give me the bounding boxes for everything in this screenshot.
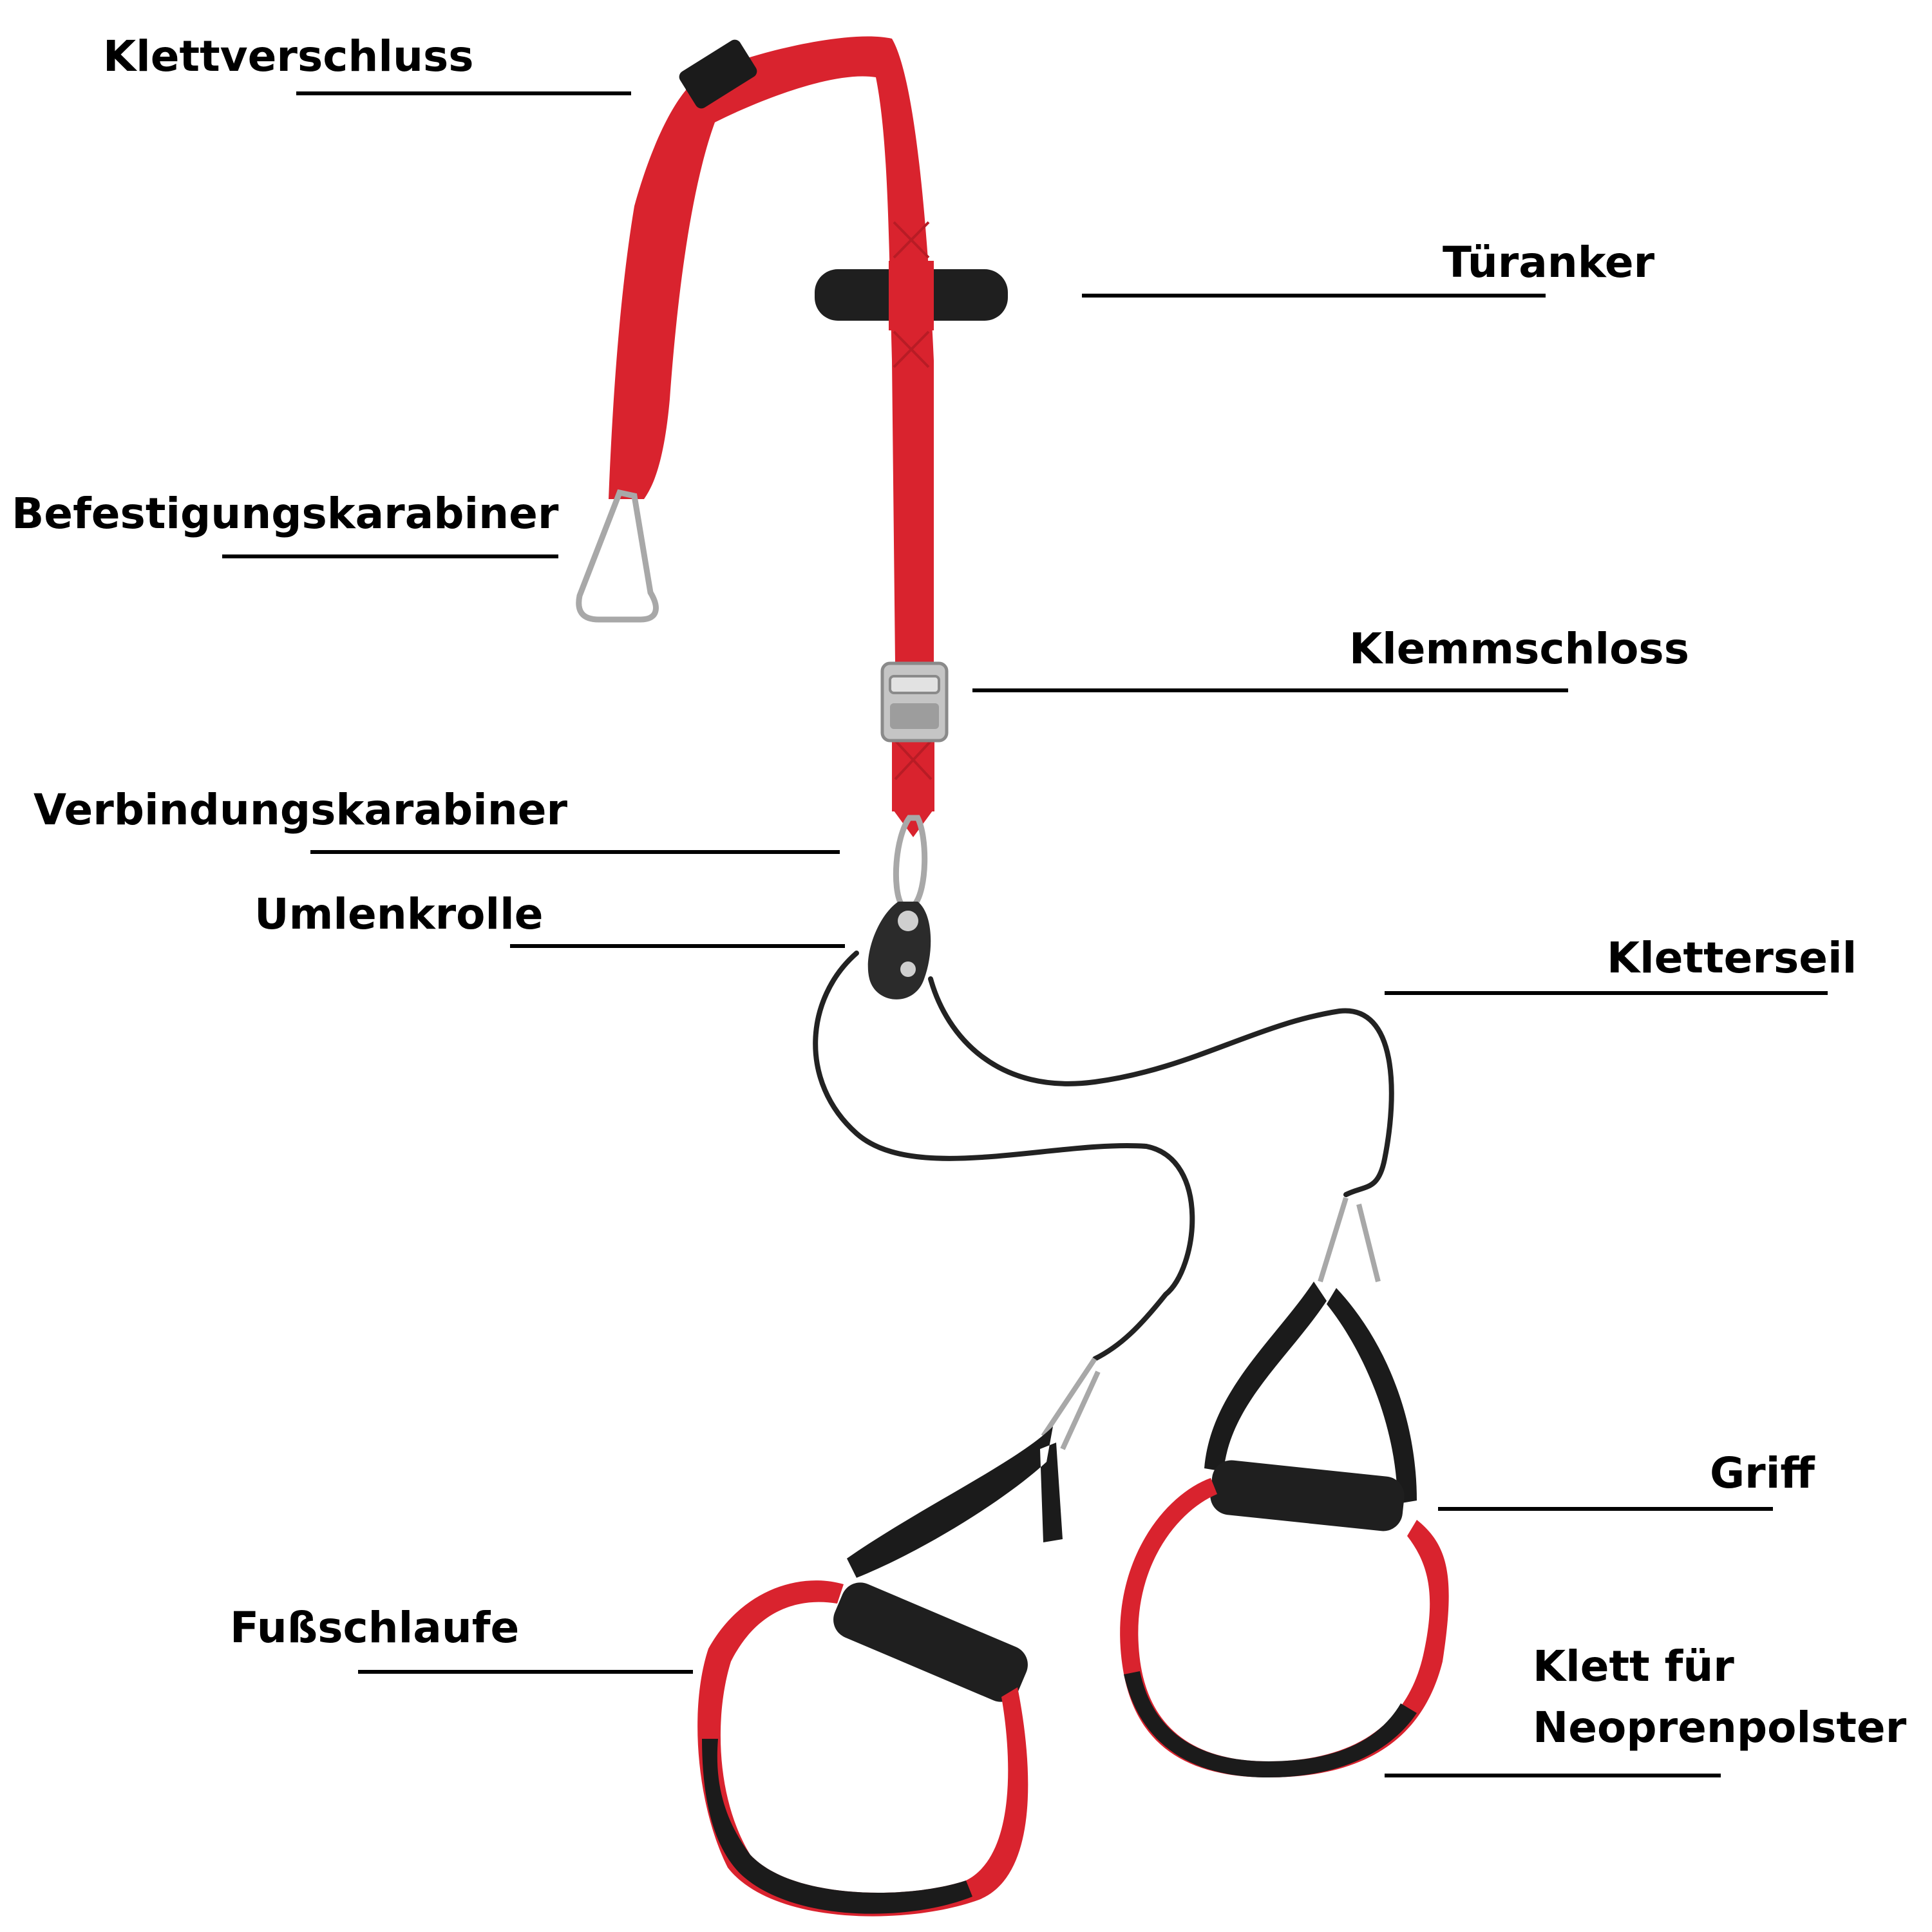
- leader-line-kletterseil: [1385, 991, 1828, 995]
- pulley-icon: [867, 902, 931, 999]
- label-verbindungskarabiner: Verbindungskarabiner: [33, 785, 568, 835]
- label-klettverschluss: Klettverschluss: [103, 32, 474, 81]
- door-anchor: [815, 221, 1008, 368]
- label-befestigungskarabiner: Befestigungskarabiner: [12, 489, 559, 538]
- label-umlenkrolle: Umlenkrolle: [254, 889, 544, 939]
- leader-line-klemmschloss: [972, 688, 1568, 692]
- left-foot-loop: [697, 1580, 1028, 1917]
- leader-line-befestigungskarabiner: [222, 554, 558, 558]
- label-klemmschloss: Klemmschloss: [1349, 624, 1689, 674]
- velcro-patch: [679, 39, 757, 109]
- left-handle-assembly: [697, 1357, 1101, 1917]
- label-fussschlaufe: Fußschlaufe: [230, 1603, 520, 1653]
- right-handle-webbing: [1204, 1282, 1417, 1504]
- right-carabiner: [1318, 1197, 1381, 1283]
- right-handle-assembly: [1120, 1197, 1449, 1777]
- climbing-rope: [813, 951, 1394, 1361]
- carabiner-icon: [576, 489, 659, 623]
- rope-left-strand: [813, 951, 1195, 1361]
- door-anchor-band: [889, 261, 934, 330]
- right-grip-foam: [1210, 1460, 1405, 1531]
- label-kletterseil: Kletterseil: [1607, 933, 1857, 983]
- left-carabiner: [1041, 1357, 1101, 1450]
- left-grip-foam: [833, 1582, 1028, 1702]
- left-handle-webbing: [847, 1426, 1063, 1578]
- strap-loop: [609, 36, 934, 663]
- leader-line-umlenkrolle: [510, 944, 845, 948]
- cam-buckle-icon: [880, 661, 949, 743]
- label-tueranker: Türanker: [1443, 238, 1655, 287]
- leader-line-tueranker: [1082, 294, 1546, 298]
- leader-line-fussschlaufe: [358, 1670, 693, 1674]
- leader-line-griff: [1438, 1507, 1773, 1511]
- label-griff: Griff: [1710, 1448, 1815, 1498]
- label-klett-line2: Neoprenpolster: [1533, 1703, 1907, 1752]
- rope-right-strand: [928, 976, 1394, 1197]
- leader-line-klettverschluss: [296, 91, 631, 95]
- label-klett-line1: Klett für: [1533, 1642, 1734, 1691]
- leader-line-verbindungskarabiner: [310, 850, 840, 854]
- velcro-strap: [609, 36, 934, 663]
- leader-line-klett-neoprenpolster: [1385, 1774, 1721, 1777]
- attachment-carabiner: [576, 489, 659, 623]
